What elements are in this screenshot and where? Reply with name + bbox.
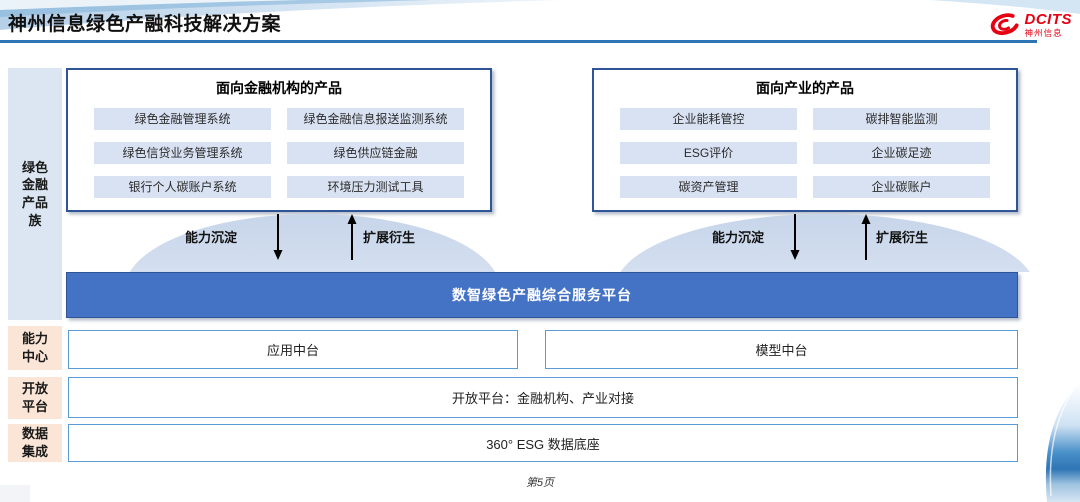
logo-brand-text: DCITS [1024,11,1072,29]
model-middle-platform-box: 模型中台 [545,330,1018,369]
product-item: 碳排智能监测 [813,108,990,130]
industry-box-title: 面向产业的产品 [756,80,854,96]
dcits-logo: DCITS 神州信息 [987,10,1073,40]
bottom-left-decoration [0,485,30,502]
dome-decoration-left [125,214,500,272]
dcits-swirl-icon [990,13,1019,36]
rail-label: 开放平台 [21,381,48,414]
rail-open-platform: 开放平台 [8,377,62,419]
title-underline [0,40,1037,43]
product-item: 环境压力测试工具 [287,176,464,198]
product-item: 绿色金融管理系统 [94,108,271,130]
arrow-down-icon [273,214,283,260]
page-title: 神州信息绿色产融科技解决方案 [8,14,282,35]
esg-data-base-box: 360° ESG 数据底座 [68,424,1018,462]
product-item: 绿色信贷业务管理系统 [94,142,271,164]
product-item: 绿色供应链金融 [287,142,464,164]
product-item: 企业碳足迹 [813,142,990,164]
finance-box-grid: 绿色金融管理系统 绿色金融信息报送监测系统 绿色信贷业务管理系统 绿色供应链金融… [68,98,490,198]
capability-settle-label: 能力沉淀 [712,230,765,245]
rail-green-finance-product-family: 绿色金融产品族 [8,68,62,320]
product-item: 企业碳账户 [813,176,990,198]
rail-label: 数据集成 [21,426,48,459]
arrow-down-icon [790,214,800,260]
arrow-up-icon [861,214,871,260]
arrow-up-icon [347,214,357,260]
dome-decoration-right [615,214,1035,272]
expand-derive-label: 扩展衍生 [363,230,416,245]
page-number: 第5页 [525,477,555,489]
logo-brand-cn-text: 神州信息 [1024,28,1063,39]
industry-box-grid: 企业能耗管控 碳排智能监测 ESG评价 企业碳足迹 碳资产管理 企业碳账户 [594,98,1016,198]
rail-label: 能力中心 [21,331,48,364]
expand-derive-label: 扩展衍生 [876,230,929,245]
capability-settle-label: 能力沉淀 [185,230,238,245]
app-middle-platform-box: 应用中台 [68,330,518,369]
product-item: 企业能耗管控 [620,108,797,130]
rail-capability-center: 能力中心 [8,326,62,370]
product-item: 绿色金融信息报送监测系统 [287,108,464,130]
finance-box-title: 面向金融机构的产品 [216,80,342,96]
finance-products-box: 面向金融机构的产品 绿色金融管理系统 绿色金融信息报送监测系统 绿色信贷业务管理… [66,68,492,212]
product-item: 碳资产管理 [620,176,797,198]
rail-data-integration: 数据集成 [8,424,62,462]
industry-products-box: 面向产业的产品 企业能耗管控 碳排智能监测 ESG评价 企业碳足迹 碳资产管理 … [592,68,1018,212]
product-item: 银行个人碳账户系统 [94,176,271,198]
open-platform-box: 开放平台：金融机构、产业对接 [68,377,1018,418]
product-item: ESG评价 [620,142,797,164]
rail-label: 绿色金融产品族 [21,159,48,228]
platform-banner: 数智绿色产融综合服务平台 [66,272,1018,318]
